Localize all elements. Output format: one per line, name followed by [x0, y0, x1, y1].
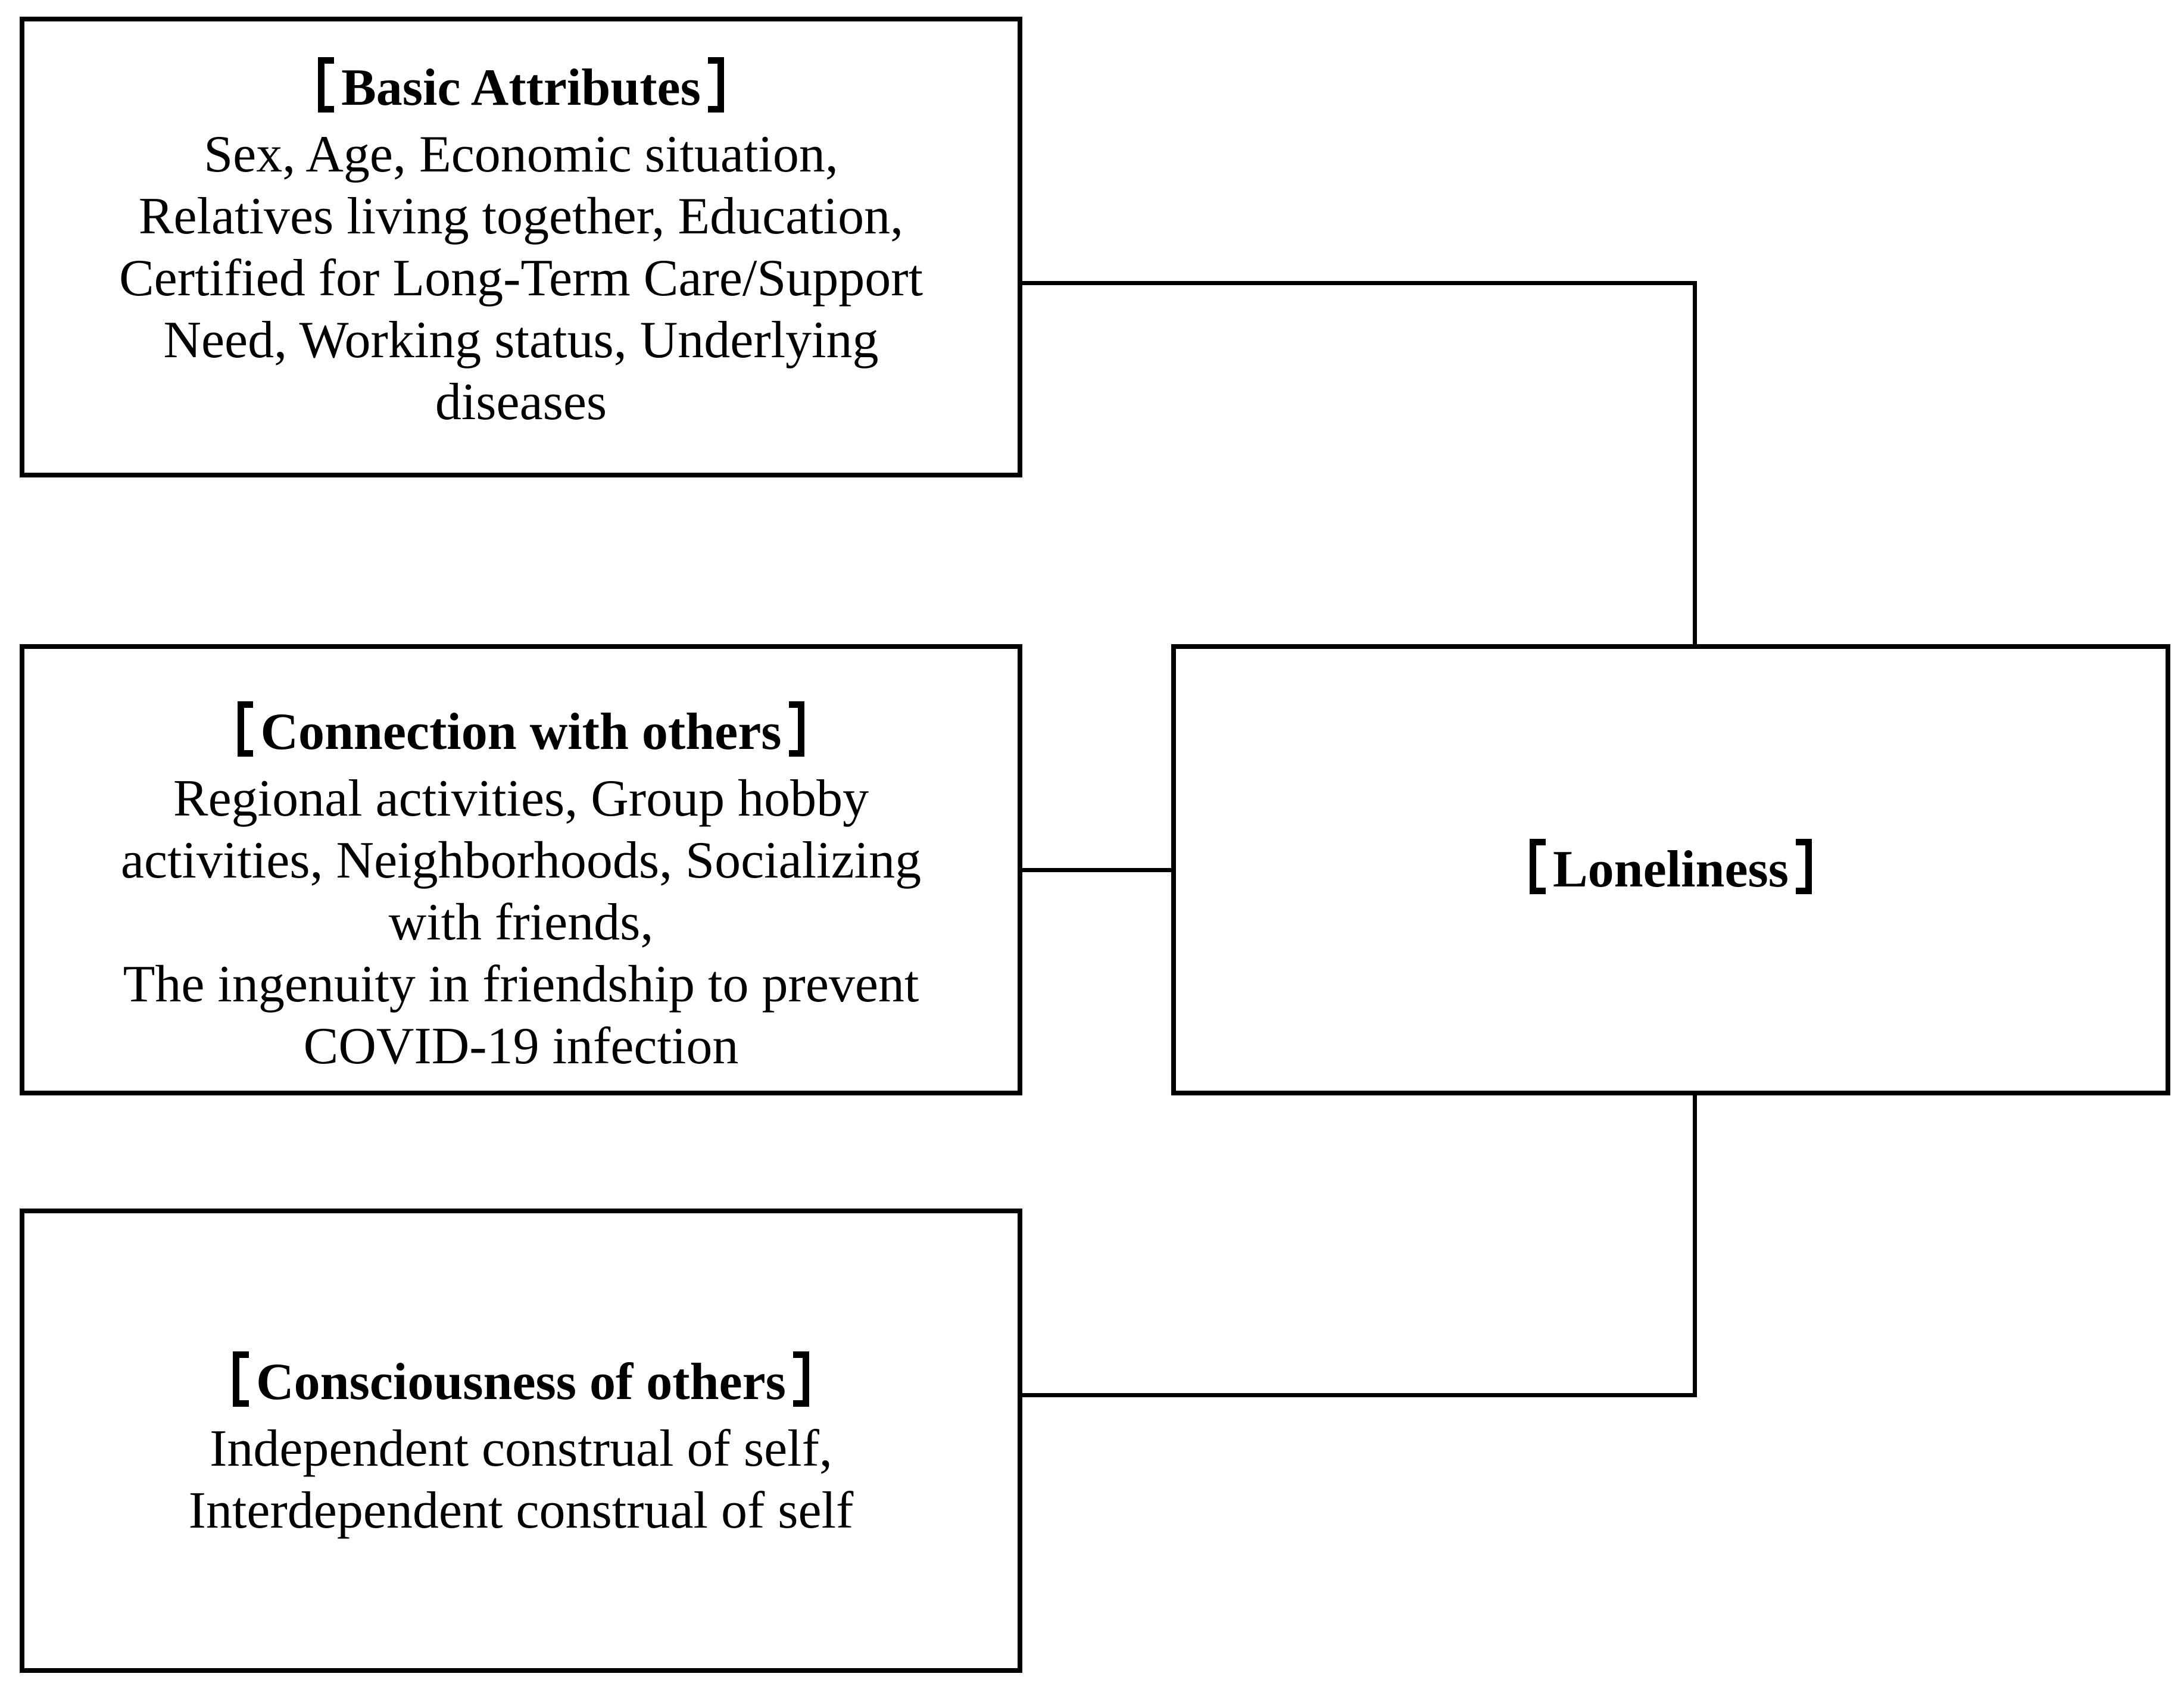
box-consciousness-of-others-title-text: Consciousness of others: [256, 1353, 786, 1412]
left-lenticular-bracket-icon: [318, 57, 334, 113]
box-consciousness-of-others-body: Independent construal of self, Interdepe…: [188, 1420, 854, 1540]
connector-connection-to-loneliness: [1022, 868, 1171, 872]
right-lenticular-bracket-icon: [708, 57, 724, 113]
connector-consciousness-to-loneliness-horizontal: [1022, 1393, 1697, 1397]
left-lenticular-bracket-icon: [1530, 838, 1546, 895]
box-consciousness-of-others: Consciousness of others Independent cons…: [20, 1209, 1022, 1673]
right-lenticular-bracket-icon: [788, 701, 805, 757]
box-connection-with-others: Connection with others Regional activiti…: [20, 644, 1022, 1095]
box-basic-attributes-title: Basic Attributes: [318, 57, 724, 119]
box-basic-attributes: Basic Attributes Sex, Age, Economic situ…: [20, 17, 1022, 477]
box-loneliness: Loneliness: [1171, 644, 2170, 1095]
box-basic-attributes-title-text: Basic Attributes: [341, 59, 701, 117]
connector-basic-to-loneliness-horizontal: [1022, 281, 1697, 285]
box-loneliness-title: Loneliness: [1530, 838, 1812, 901]
box-loneliness-title-text: Loneliness: [1552, 841, 1789, 899]
box-connection-with-others-title: Connection with others: [237, 701, 805, 763]
box-consciousness-of-others-title: Consciousness of others: [233, 1351, 809, 1413]
right-lenticular-bracket-icon: [1796, 838, 1812, 895]
left-lenticular-bracket-icon: [237, 701, 254, 757]
box-connection-with-others-body: Regional activities, Group hobby activit…: [120, 770, 922, 1076]
connector-basic-to-loneliness-vertical: [1693, 281, 1697, 648]
box-connection-with-others-title-text: Connection with others: [260, 703, 782, 761]
box-basic-attributes-body: Sex, Age, Economic situation, Relatives …: [118, 126, 923, 432]
left-lenticular-bracket-icon: [233, 1351, 249, 1407]
right-lenticular-bracket-icon: [793, 1351, 809, 1407]
connector-consciousness-to-loneliness-vertical: [1693, 1091, 1697, 1397]
